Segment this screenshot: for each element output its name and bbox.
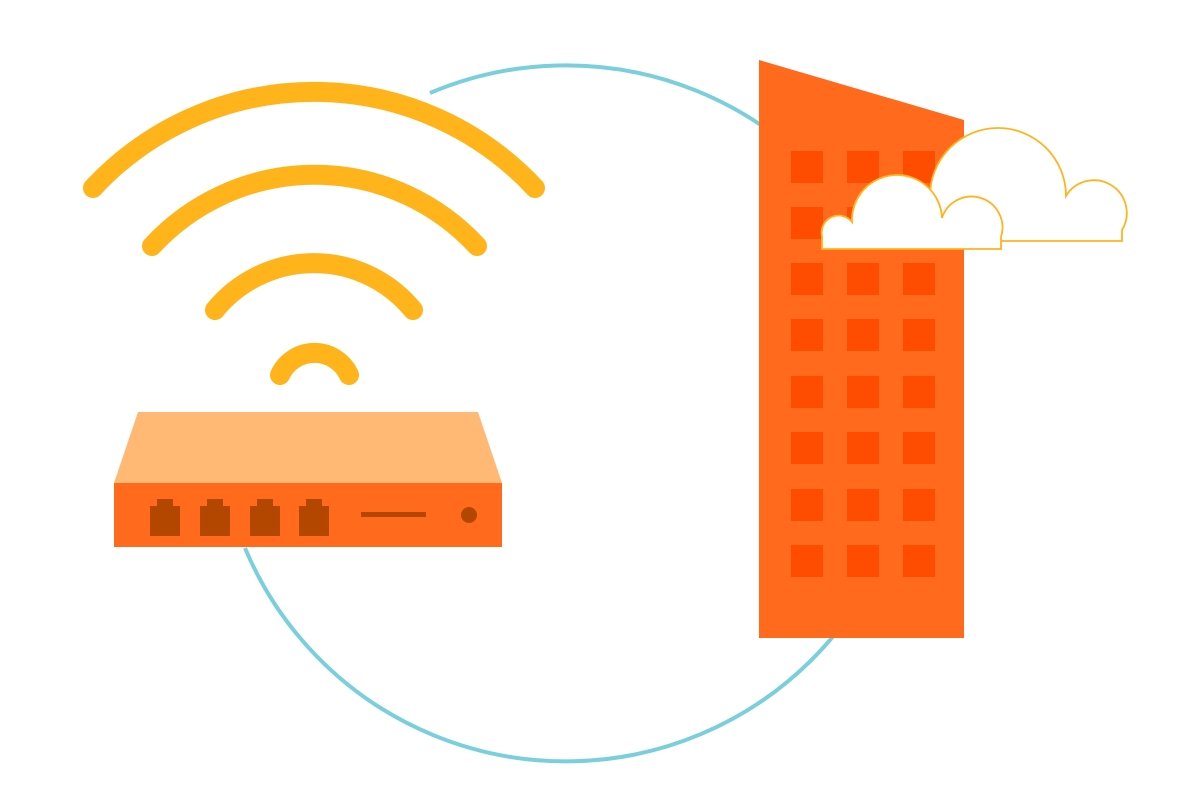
building-window <box>847 151 879 183</box>
building-window <box>903 545 935 577</box>
building-window <box>903 376 935 408</box>
building-window <box>791 151 823 183</box>
building-window <box>847 319 879 351</box>
wifi-arc-3 <box>205 253 423 320</box>
cloud-icon <box>820 127 1128 250</box>
building-window <box>847 545 879 577</box>
router-slot <box>361 512 426 517</box>
ethernet-port-icon <box>200 499 230 536</box>
building-window <box>791 319 823 351</box>
building-window <box>847 263 879 295</box>
building-window <box>847 489 879 521</box>
building-window <box>791 489 823 521</box>
wifi-signal-icon <box>83 81 545 385</box>
building-window <box>791 432 823 464</box>
ethernet-port-icon <box>299 499 329 536</box>
building-window <box>903 432 935 464</box>
building-window <box>903 489 935 521</box>
wifi-arc-inner <box>270 343 359 385</box>
router-power-led <box>461 507 477 523</box>
building-window <box>903 263 935 295</box>
wifi-arc-2 <box>142 164 487 256</box>
cloud-front <box>820 174 1004 250</box>
router-icon <box>114 412 502 547</box>
building-window <box>791 545 823 577</box>
wifi-arc-outer <box>83 81 545 198</box>
router-top <box>114 412 502 483</box>
building-window <box>791 376 823 408</box>
ethernet-port-icon <box>250 499 280 536</box>
building-window <box>847 376 879 408</box>
building-window <box>791 263 823 295</box>
building-window <box>791 207 823 239</box>
ethernet-port-icon <box>150 499 180 536</box>
office-building-icon <box>759 60 964 638</box>
building-window <box>847 432 879 464</box>
building-window <box>903 319 935 351</box>
